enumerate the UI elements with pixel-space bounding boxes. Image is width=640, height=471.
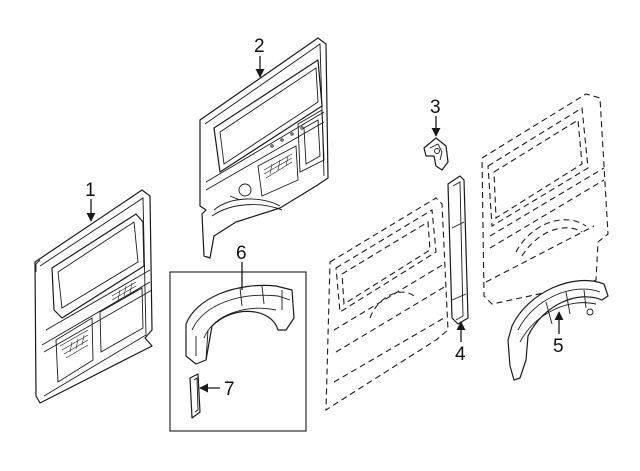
part-5-wheel-arch[interactable] [507, 279, 609, 381]
callout-3: 3 [430, 97, 441, 118]
ghost-door-panel [325, 197, 449, 412]
part-2-side-panel[interactable] [199, 37, 329, 259]
part-1-side-panel[interactable] [34, 189, 153, 404]
callout-6: 6 [236, 243, 247, 264]
part-6-wheel-housing[interactable] [185, 284, 295, 365]
callout-1: 1 [85, 180, 96, 201]
part-7-bracket[interactable] [189, 373, 201, 419]
ghost-rear-panel [481, 93, 609, 305]
part-3-bracket[interactable] [423, 137, 449, 171]
callout-5: 5 [553, 336, 564, 357]
callout-4: 4 [455, 344, 466, 365]
callout-2: 2 [254, 36, 265, 57]
part-4-pillar[interactable] [447, 175, 469, 325]
callout-7: 7 [224, 379, 235, 400]
parts-group-box [169, 271, 307, 432]
